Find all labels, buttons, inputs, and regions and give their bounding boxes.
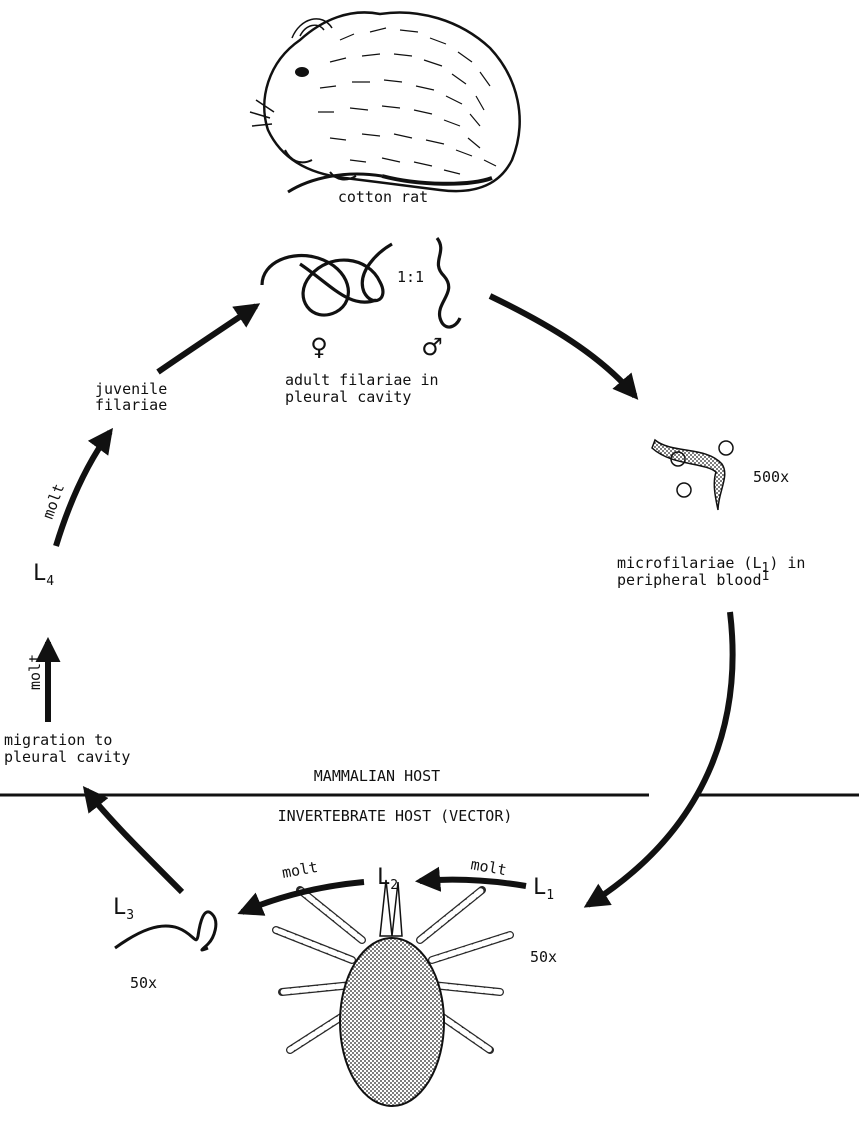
adult-male-worm-illustration	[437, 238, 460, 327]
mammalian-host-label: MAMMALIAN HOST	[314, 767, 440, 785]
migration-label-line2: pleural cavity	[4, 748, 130, 766]
mite-magnification: 50x	[530, 948, 557, 966]
cotton-rat-label: cotton rat	[338, 188, 428, 206]
molt-label-l2-l3: molt	[281, 858, 320, 882]
invertebrate-host-label: INVERTEBRATE HOST (VECTOR)	[278, 807, 513, 825]
adult-filariae-label-line2: pleural cavity	[285, 388, 411, 406]
microfilariae-magnification: 500x	[753, 468, 789, 486]
sex-ratio-label: 1:1	[397, 268, 424, 286]
female-symbol: ♀	[310, 333, 328, 361]
arrow-l1-to-l2	[420, 880, 526, 886]
l1-stage-label: L1	[533, 875, 554, 903]
l3-magnification: 50x	[130, 974, 157, 992]
arrow-l3-to-migration	[86, 790, 182, 892]
molt-label-l1-l2: molt	[469, 855, 508, 879]
microfilariae-label-line2: peripheral blood1	[617, 569, 769, 589]
migration-label-line1: migration to	[4, 731, 112, 749]
molt-label-l3-l4: molt	[26, 654, 44, 690]
l3-stage-label: L3	[113, 895, 134, 923]
arrow-juvenile-to-adult	[158, 306, 256, 372]
mite-vector-illustration	[276, 880, 510, 1106]
microfilaria-illustration	[652, 440, 733, 510]
juvenile-filariae-label-line2: filariae	[95, 396, 167, 414]
male-symbol: ♂	[421, 333, 443, 361]
cotton-rat-illustration	[250, 12, 520, 192]
arrow-adult-to-microfilariae	[490, 296, 635, 396]
adult-female-worm-illustration	[262, 244, 392, 315]
arrow-microfilariae-to-l1	[588, 612, 733, 905]
adult-filariae-label-line1: adult filariae in	[285, 371, 439, 389]
l4-stage-label: L4	[33, 561, 54, 589]
